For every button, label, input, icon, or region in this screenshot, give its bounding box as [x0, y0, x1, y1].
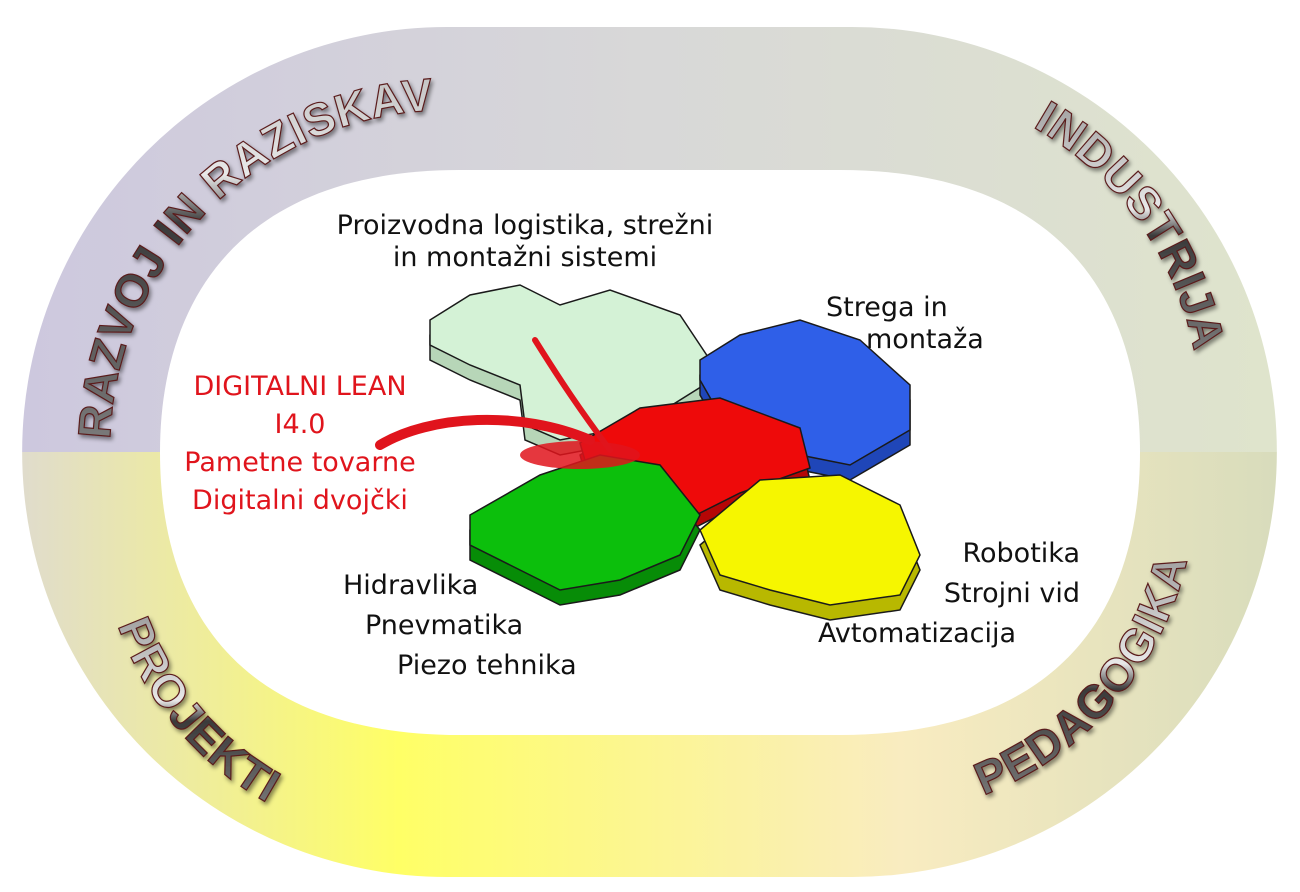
label-fluid-line: Pnevmatika: [365, 610, 524, 641]
label-logistics-line: in montažni sistemi: [392, 242, 658, 273]
puzzle-group: [429, 284, 921, 621]
puzzle-piece-green: [469, 454, 701, 606]
label-digital-line: Pametne tovarne: [184, 447, 416, 478]
label-digital-line: Digitalni dvojčki: [192, 485, 408, 516]
label-digital: DIGITALNI LEAN I4.0 Pametne tovarne Digi…: [160, 368, 440, 520]
arrow-icon: [375, 337, 640, 469]
label-digital-line: DIGITALNI LEAN: [193, 371, 407, 402]
label-logistics-line: Proizvodna logistika, strežni: [336, 210, 714, 241]
label-assembly-line: montaža: [866, 324, 984, 355]
label-assembly-line: Strega in: [826, 292, 948, 323]
label-fluid: Hidravlika Pnevmatika Piezo tehnika: [343, 566, 577, 686]
label-logistics: Proizvodna logistika, strežni in montažn…: [320, 210, 730, 274]
label-fluid-line: Hidravlika: [343, 570, 479, 601]
label-automation-line: Strojni vid: [943, 578, 1080, 609]
puzzle-piece-blue: [699, 319, 911, 481]
label-digital-line: I4.0: [274, 409, 326, 440]
label-automation: Robotika Strojni vid Avtomatizacija: [810, 534, 1080, 654]
label-assembly: Strega in montaža: [826, 292, 984, 356]
label-fluid-line: Piezo tehnika: [397, 650, 577, 681]
label-automation-line: Avtomatizacija: [818, 618, 1017, 649]
puzzle-piece-yellow: [699, 474, 921, 621]
label-automation-line: Robotika: [962, 538, 1080, 569]
